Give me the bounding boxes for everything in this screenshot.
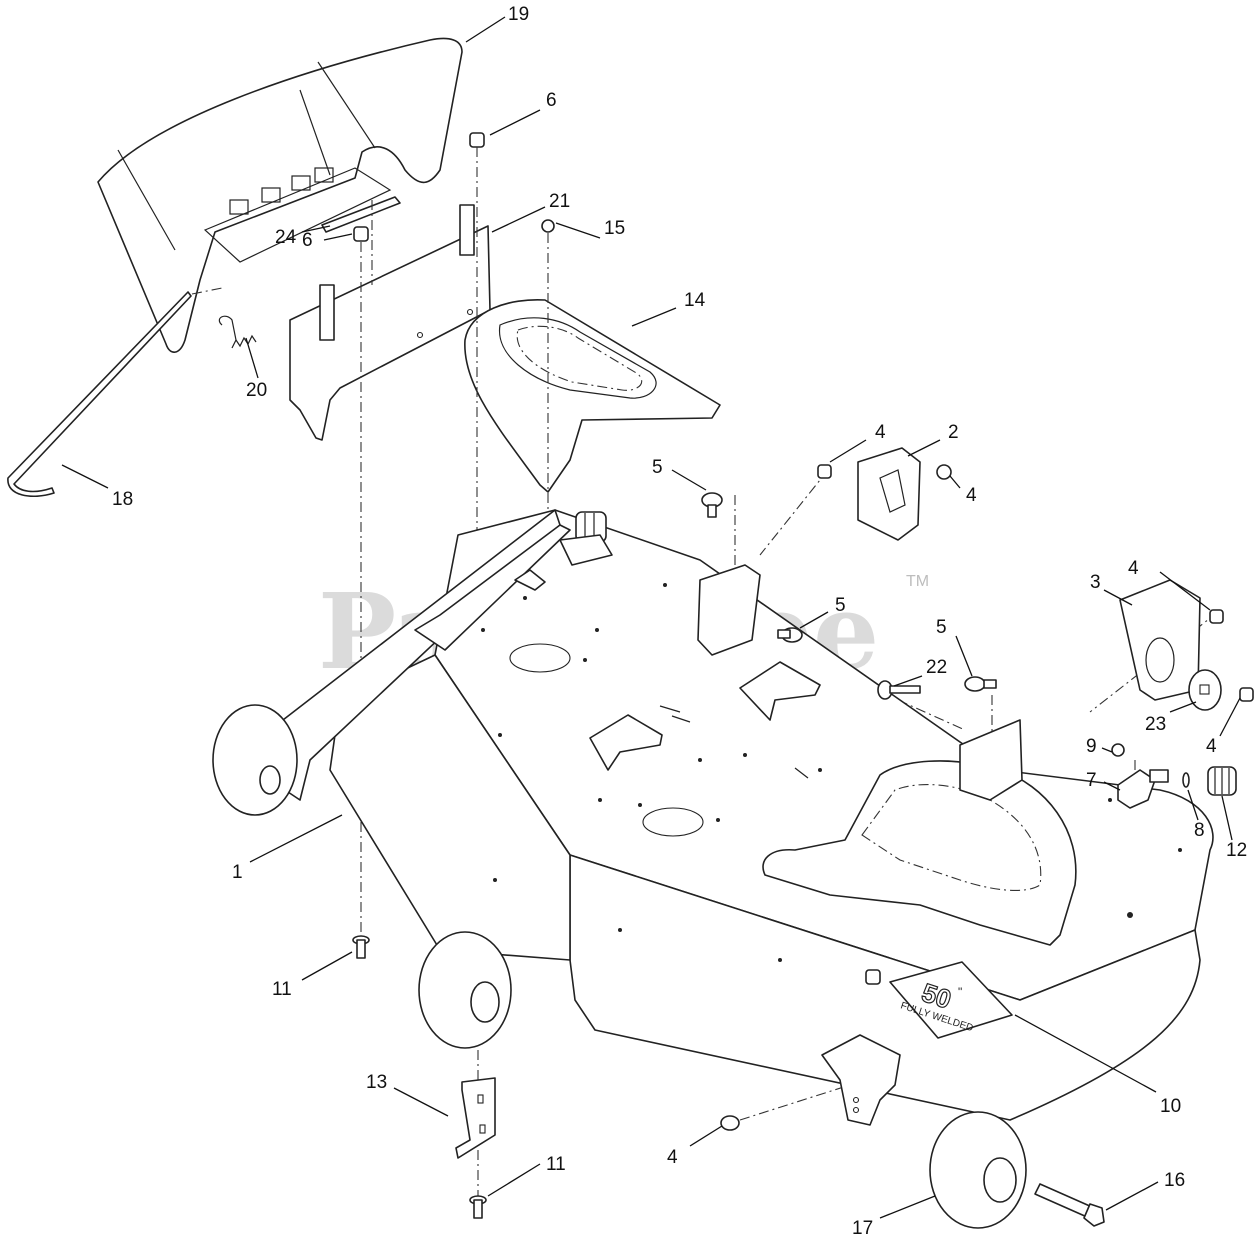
callout-labels: 19 6 21 15 24 6 14 20 18 4 2 5 4 3 4 5 5… — [112, 4, 1247, 1239]
callout-8[interactable]: 8 — [1194, 820, 1205, 841]
part-pulley-bracket[interactable] — [697, 447, 921, 656]
callout-5-b[interactable]: 5 — [835, 595, 846, 616]
callout-10[interactable]: 10 — [1160, 1096, 1181, 1117]
part-flange-nut-6-mid[interactable] — [353, 226, 369, 242]
part-bolt-11-upper[interactable] — [352, 935, 370, 959]
callout-1[interactable]: 1 — [232, 862, 243, 883]
callout-4-c[interactable]: 4 — [1128, 558, 1139, 579]
part-front-wheel-bracket[interactable] — [821, 1034, 901, 1126]
callout-2[interactable]: 2 — [948, 422, 959, 443]
part-chute-rod[interactable] — [7, 291, 192, 498]
part-wheel-bolt[interactable] — [1034, 1183, 1105, 1227]
watermark-trademark: TM — [906, 573, 929, 590]
part-wheel-left-front[interactable] — [418, 931, 512, 1049]
callout-22[interactable]: 22 — [926, 657, 947, 678]
part-nut-4-d[interactable] — [1239, 687, 1254, 702]
part-nut-4-e[interactable] — [720, 1115, 740, 1131]
deck-decal-unit: " — [958, 985, 962, 999]
callout-13[interactable]: 13 — [366, 1072, 387, 1093]
callout-24[interactable]: 24 — [275, 227, 297, 248]
part-nut-4-b[interactable] — [936, 464, 952, 480]
callout-16[interactable]: 16 — [1164, 1170, 1185, 1191]
callout-7[interactable]: 7 — [1086, 770, 1097, 791]
part-carriage-bolt-5-a[interactable] — [701, 492, 723, 518]
callout-20[interactable]: 20 — [246, 380, 267, 401]
part-spring[interactable] — [218, 315, 257, 349]
callout-5-a[interactable]: 5 — [652, 457, 663, 478]
part-bumper[interactable] — [1188, 669, 1222, 711]
part-nut-4-a[interactable] — [817, 464, 832, 479]
callout-15[interactable]: 15 — [604, 218, 625, 239]
callout-4-a[interactable]: 4 — [875, 422, 886, 443]
part-o-ring[interactable] — [1182, 772, 1190, 788]
part-wheel-right-front[interactable] — [929, 1111, 1027, 1229]
part-bolt-22[interactable] — [877, 680, 921, 700]
callout-19[interactable]: 19 — [508, 4, 529, 25]
callout-9[interactable]: 9 — [1086, 736, 1097, 757]
callout-23[interactable]: 23 — [1145, 714, 1166, 735]
callout-4-b[interactable]: 4 — [966, 485, 977, 506]
callout-6-top[interactable]: 6 — [546, 90, 557, 111]
callout-4-d[interactable]: 4 — [1206, 736, 1217, 757]
callout-4-e[interactable]: 4 — [667, 1147, 678, 1168]
callout-11-upper[interactable]: 11 — [272, 979, 292, 1000]
part-washer-9[interactable] — [1111, 743, 1125, 757]
part-quick-coupler[interactable] — [1207, 766, 1237, 796]
part-nut-15[interactable] — [541, 219, 555, 233]
part-wheel-left-rear[interactable] — [212, 704, 298, 816]
callout-11-lower[interactable]: 11 — [546, 1154, 566, 1175]
part-anti-scalp-bracket[interactable] — [455, 1077, 496, 1159]
callout-18[interactable]: 18 — [112, 489, 133, 510]
part-tensioner-bracket[interactable] — [959, 579, 1201, 801]
part-decal[interactable] — [321, 196, 401, 233]
part-elbow-fitting[interactable] — [1117, 769, 1169, 809]
part-flange-nut-6-top[interactable] — [469, 132, 485, 148]
callout-6-mid[interactable]: 6 — [302, 230, 313, 251]
part-bolt-11-lower[interactable] — [469, 1195, 487, 1219]
callout-5-c[interactable]: 5 — [936, 617, 947, 638]
part-carriage-bolt-5-c[interactable] — [964, 676, 997, 692]
part-carriage-bolt-5-b[interactable] — [777, 627, 803, 643]
callout-3[interactable]: 3 — [1090, 572, 1101, 593]
part-chute-bracket[interactable] — [289, 204, 491, 441]
part-spindle-assembly[interactable] — [559, 511, 613, 566]
callout-17[interactable]: 17 — [852, 1218, 873, 1239]
part-nut-4-c[interactable] — [1209, 609, 1224, 624]
callout-21[interactable]: 21 — [549, 191, 570, 212]
part-discharge-chute[interactable] — [97, 37, 463, 353]
callout-14[interactable]: 14 — [684, 290, 706, 311]
part-belt-cover-left[interactable] — [464, 299, 721, 493]
callout-leaders — [61, 16, 1241, 1219]
callout-12[interactable]: 12 — [1226, 840, 1247, 861]
